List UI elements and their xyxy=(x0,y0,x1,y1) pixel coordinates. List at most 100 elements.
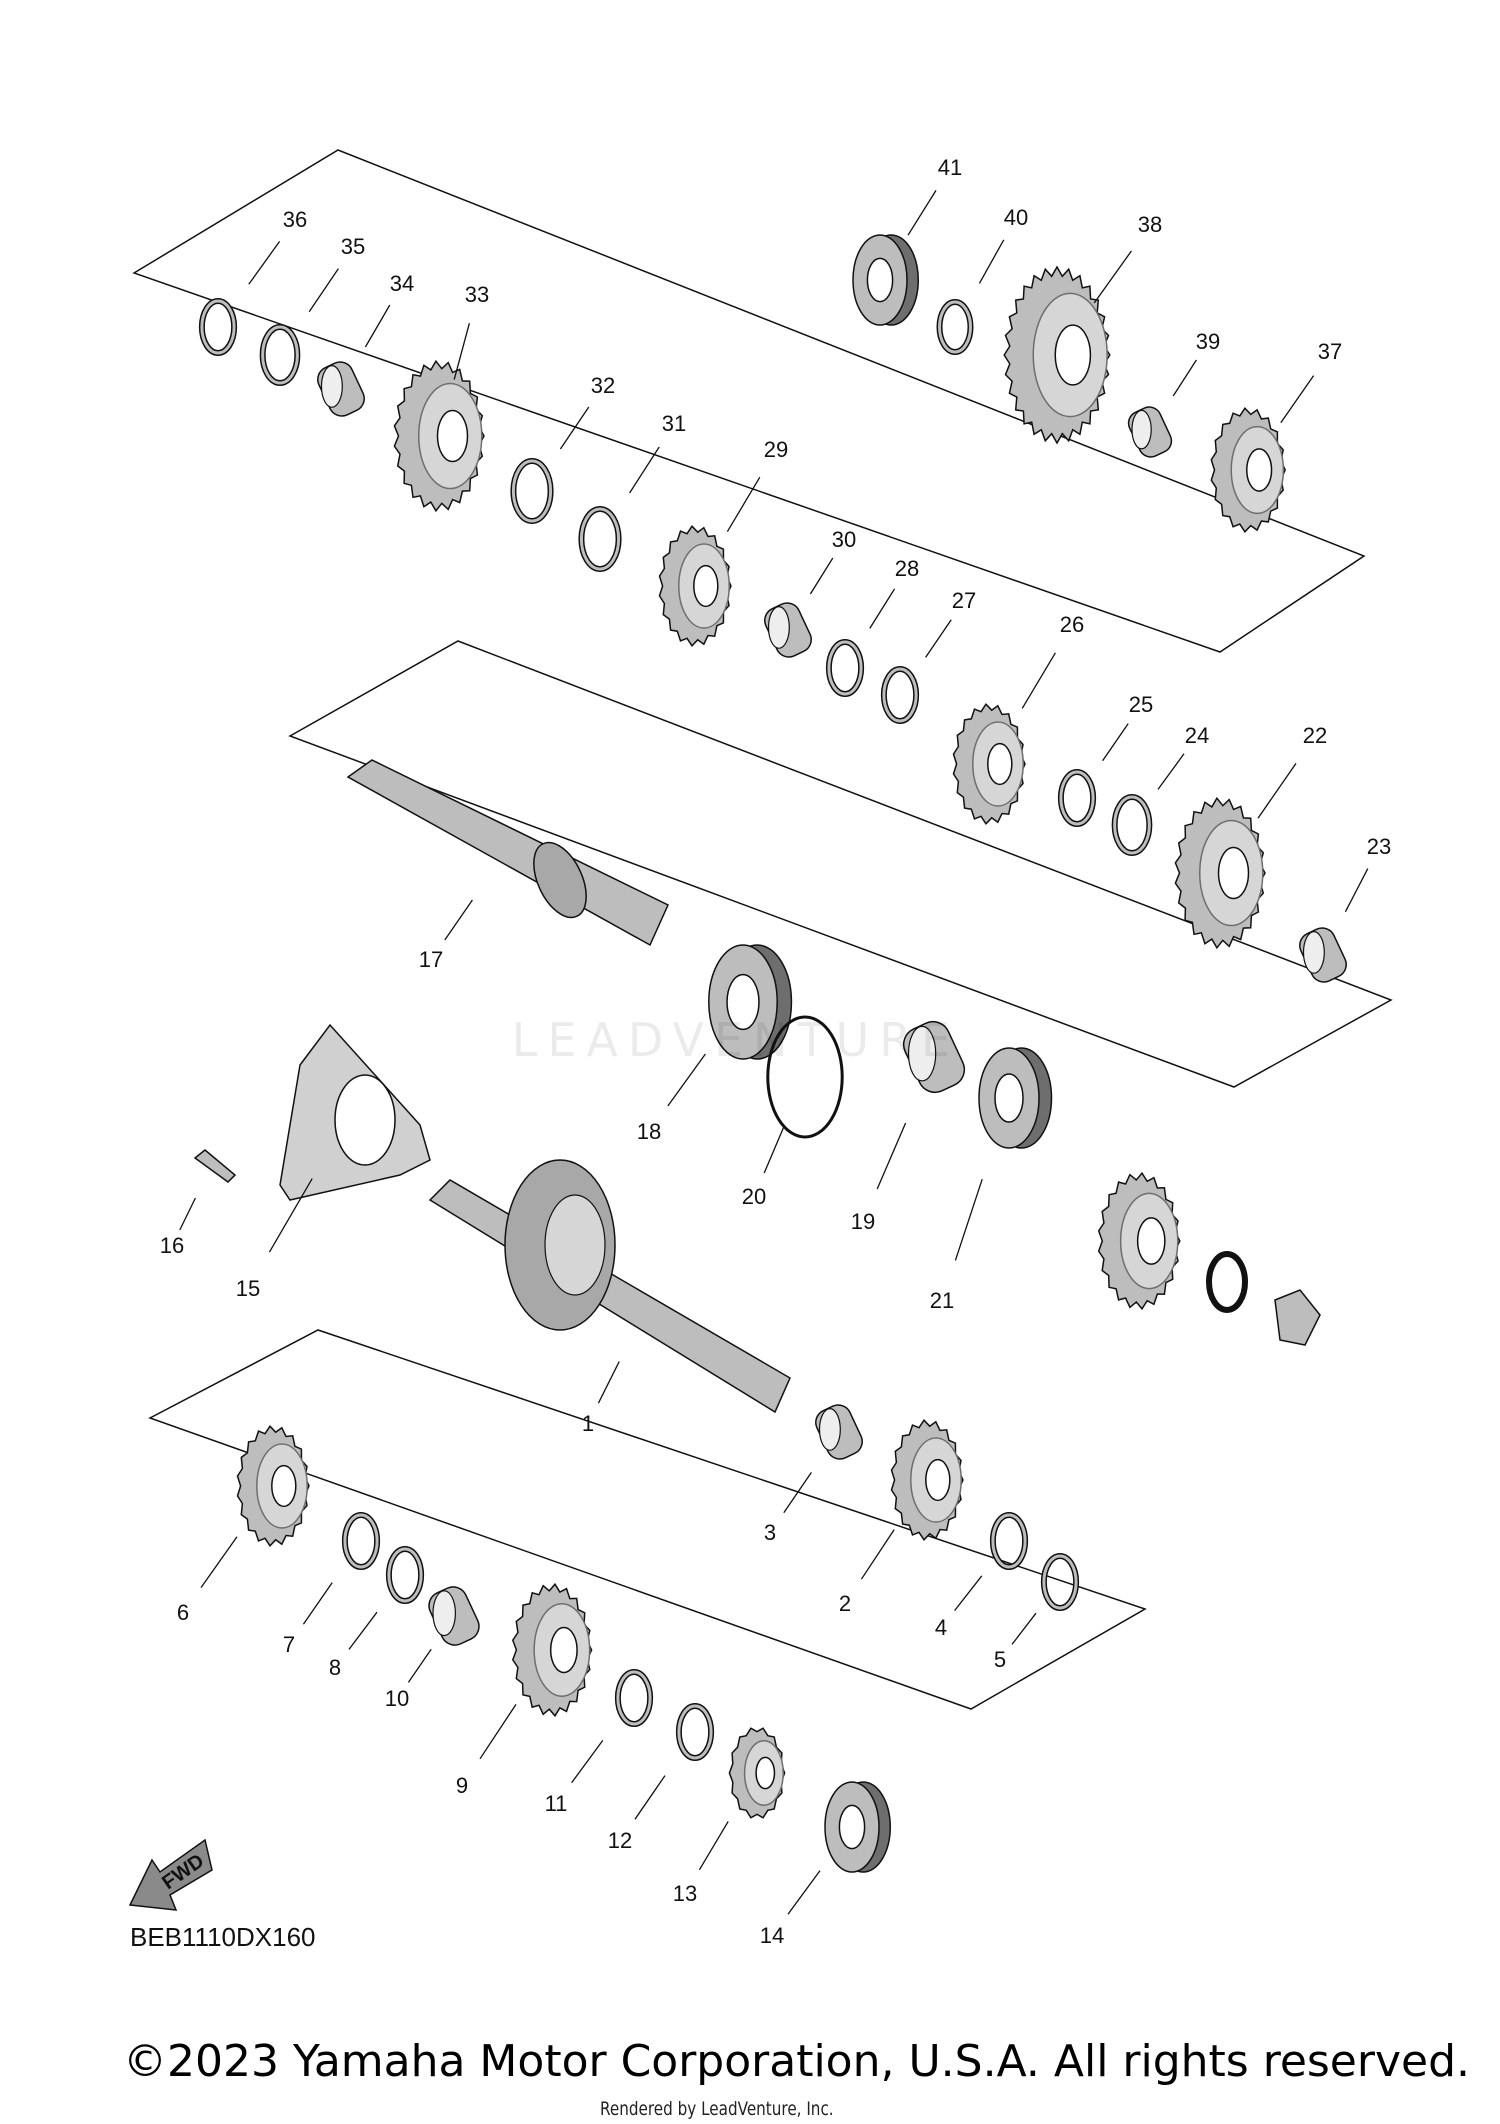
assembly-frame-1 xyxy=(132,149,1366,653)
callout-part-35[interactable]: 35 xyxy=(340,234,366,259)
part-17-collar xyxy=(533,841,587,919)
callout-part-2[interactable]: 2 xyxy=(838,1591,852,1616)
callout-part-30[interactable]: 30 xyxy=(831,527,857,552)
diagram-code: BEB1110DX160 xyxy=(130,1922,316,1952)
callout-part-27[interactable]: 27 xyxy=(951,588,977,613)
part-38-leader-line xyxy=(1093,250,1132,304)
callout-part-15[interactable]: 15 xyxy=(235,1276,261,1301)
callout-part-40[interactable]: 40 xyxy=(1003,205,1029,230)
part-18-bearing-bore xyxy=(726,973,760,1031)
part-16-bolt xyxy=(193,1149,237,1183)
part-16-leader-line xyxy=(179,1197,196,1231)
part-40-washer-inner xyxy=(938,300,972,354)
part-8-ring-inner xyxy=(387,1547,423,1603)
part-24-leader-line xyxy=(1157,753,1185,790)
part-34-bushing-end xyxy=(320,365,343,408)
callout-part-21[interactable]: 21 xyxy=(929,1288,955,1313)
part-14-leader-line xyxy=(787,1870,821,1915)
part-28-leader-line xyxy=(869,588,896,629)
part-13-gear xyxy=(728,1727,786,1819)
part-7-leader-line xyxy=(302,1582,333,1625)
part-15-leader-line xyxy=(268,1178,313,1253)
part-41-bearing-bore xyxy=(866,257,894,303)
callout-part-39[interactable]: 39 xyxy=(1195,329,1221,354)
part-26-leader-line xyxy=(1021,652,1056,709)
callout-part-7[interactable]: 7 xyxy=(282,1632,296,1657)
callout-part-25[interactable]: 25 xyxy=(1128,692,1154,717)
part-8-leader-line xyxy=(348,1611,378,1650)
part-20-leader-line xyxy=(763,1124,786,1174)
part-18-leader-line xyxy=(667,1053,706,1107)
callout-part-23[interactable]: 23 xyxy=(1366,834,1392,859)
gear-bore xyxy=(987,742,1013,786)
callout-part-10[interactable]: 10 xyxy=(384,1686,410,1711)
part-41-leader-line xyxy=(907,190,937,236)
callout-part-8[interactable]: 8 xyxy=(328,1655,342,1680)
part-22-gear xyxy=(1174,796,1266,950)
part-31-ring-inner xyxy=(579,507,621,571)
callout-part-13[interactable]: 13 xyxy=(672,1881,698,1906)
callout-part-24[interactable]: 24 xyxy=(1184,723,1210,748)
part-25-leader-line xyxy=(1102,723,1129,762)
callout-part-5[interactable]: 5 xyxy=(993,1647,1007,1672)
callout-part-14[interactable]: 14 xyxy=(759,1923,785,1948)
gear-bore xyxy=(1054,324,1092,386)
gear-bore xyxy=(436,409,469,463)
part-15-retainer-hole xyxy=(334,1074,396,1166)
callout-part-17[interactable]: 17 xyxy=(418,947,444,972)
callout-part-38[interactable]: 38 xyxy=(1137,212,1163,237)
callout-part-31[interactable]: 31 xyxy=(661,411,687,436)
callout-part-18[interactable]: 18 xyxy=(636,1119,662,1144)
part-27-leader-line xyxy=(925,619,952,658)
gear-bore xyxy=(271,1464,297,1508)
part-33-leader-line xyxy=(453,323,471,380)
part-11-ring-inner xyxy=(616,1670,652,1726)
gear-bore xyxy=(693,564,719,608)
callout-part-19[interactable]: 19 xyxy=(850,1209,876,1234)
part-5-ring-inner xyxy=(1042,1554,1078,1610)
part-33-gear xyxy=(393,359,485,513)
callout-part-37[interactable]: 37 xyxy=(1317,339,1343,364)
callout-part-33[interactable]: 33 xyxy=(464,282,490,307)
part-12-ring-inner xyxy=(677,1704,713,1760)
callout-part-26[interactable]: 26 xyxy=(1059,612,1085,637)
callout-part-12[interactable]: 12 xyxy=(607,1828,633,1853)
part-3-leader-line xyxy=(783,1472,812,1514)
callout-part-9[interactable]: 9 xyxy=(455,1773,469,1798)
part-27-ring-inner xyxy=(882,667,918,723)
callout-part-11[interactable]: 11 xyxy=(544,1791,568,1816)
callout-part-1[interactable]: 1 xyxy=(581,1411,595,1436)
callout-part-3[interactable]: 3 xyxy=(763,1520,777,1545)
part-19-leader-line xyxy=(876,1122,907,1190)
callout-part-4[interactable]: 4 xyxy=(934,1615,948,1640)
fwd-arrow-shape xyxy=(128,1838,213,1911)
callout-part-36[interactable]: 36 xyxy=(282,207,308,232)
sprocket-washer xyxy=(1206,1251,1248,1313)
part-28-ring-inner xyxy=(827,640,863,696)
callout-part-32[interactable]: 32 xyxy=(590,373,616,398)
part-37-leader-line xyxy=(1280,375,1315,424)
gear-bore xyxy=(755,1756,776,1790)
part-29-gear xyxy=(658,525,732,647)
part-30-leader-line xyxy=(809,557,834,595)
part-14-bearing-bore xyxy=(838,1804,866,1850)
part-4-ring-inner xyxy=(991,1513,1027,1569)
part-20-oring xyxy=(766,1015,844,1139)
callout-part-16[interactable]: 16 xyxy=(159,1233,185,1258)
part-9-gear xyxy=(511,1582,593,1718)
callout-part-28[interactable]: 28 xyxy=(894,556,920,581)
callout-part-6[interactable]: 6 xyxy=(176,1600,190,1625)
part-2-leader-line xyxy=(860,1529,895,1580)
part-12-leader-line xyxy=(634,1775,666,1820)
callout-part-41[interactable]: 41 xyxy=(937,155,963,180)
callout-part-29[interactable]: 29 xyxy=(763,437,789,462)
part-23-leader-line xyxy=(1344,868,1369,913)
callout-part-22[interactable]: 22 xyxy=(1302,723,1328,748)
callout-part-34[interactable]: 34 xyxy=(389,271,415,296)
gear-bore xyxy=(1246,448,1273,492)
callout-part-20[interactable]: 20 xyxy=(741,1184,767,1209)
part-35-leader-line xyxy=(308,268,339,313)
part-11-leader-line xyxy=(571,1740,604,1784)
part-26-gear xyxy=(952,703,1026,825)
